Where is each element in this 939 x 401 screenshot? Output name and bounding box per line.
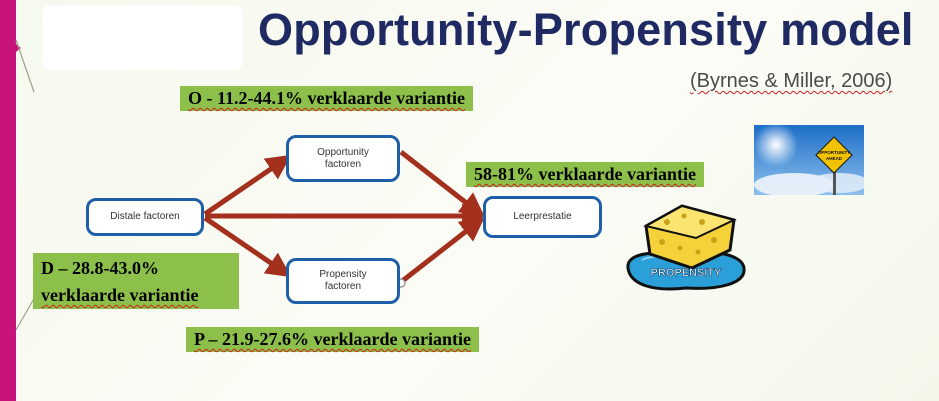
opportunity-sign-image: OPPORTUNITY AHEAD <box>754 125 864 195</box>
slide-title: Opportunity-Propensity model <box>258 4 914 55</box>
citation-text: (Byrnes & Miller, 2006) <box>690 70 893 92</box>
arrow-distal-to-opportunity <box>203 154 292 217</box>
d-variance-line2: verklaarde variantie <box>41 285 199 305</box>
sign-text-line1: OPPORTUNITY <box>818 150 851 155</box>
arrow-propensity-to-outcome <box>399 216 486 284</box>
label-p-variance: P – 21.9-27.6% verklaarde variantie <box>186 327 479 352</box>
propensity-sponge-image: PROPENSITY <box>626 204 746 291</box>
label-d-variance: D – 28.8-43.0% verklaarde variantie <box>33 253 239 309</box>
d-variance-line1: D – 28.8-43.0% <box>41 258 159 278</box>
node-distal-factors: Distale factoren <box>86 198 204 236</box>
node-outcome: Leerprestatie <box>483 196 602 238</box>
decorative-line <box>15 39 35 93</box>
arrow-distal-to-propensity <box>203 215 292 278</box>
arrow-opportunity-to-outcome <box>399 150 486 218</box>
sponge-text: PROPENSITY <box>651 267 723 279</box>
label-outcome-variance: 58-81% verklaarde variantie <box>466 162 704 187</box>
citation: (Byrnes & Miller, 2006) <box>690 70 892 93</box>
label-o-variance: O - 11.2-44.1% verklaarde variantie <box>180 86 473 111</box>
sign-text-line2: AHEAD <box>826 156 843 161</box>
logo-placeholder <box>42 6 242 70</box>
